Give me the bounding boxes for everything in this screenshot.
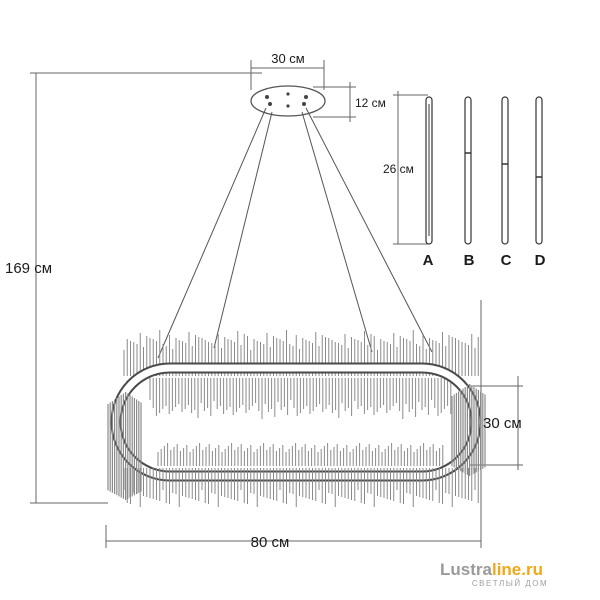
ring-width-label: 80 см [251, 534, 290, 551]
canopy-width-label: 30 см [271, 51, 305, 66]
rod-label-b: B [464, 252, 475, 269]
canopy-height-label: 12 см [355, 96, 386, 110]
rod-length-label: 26 см [383, 162, 414, 176]
watermark-domain: line.ru [492, 560, 543, 579]
ceiling-canopy [250, 85, 326, 117]
rod-type-c [501, 96, 509, 245]
svg-text:Lustraline.ru: Lustraline.ru [440, 560, 543, 579]
crystal-rods-front [107, 384, 486, 507]
rod-label-a: A [423, 252, 434, 269]
watermark-logo: Lustraline.ru СВЕТЛЫЙ ДОМ [440, 560, 548, 588]
rod-type-b [464, 96, 472, 245]
ring-height-label: 30 см [483, 415, 522, 432]
crystal-rods-back [123, 330, 479, 466]
total-height-label: 169 см [5, 260, 52, 277]
watermark-tagline: СВЕТЛЫЙ ДОМ [472, 579, 548, 588]
suspension-cables [157, 107, 433, 359]
chandelier-ring [107, 330, 486, 507]
rod-label-d: D [535, 252, 546, 269]
rod-type-d [535, 96, 543, 245]
watermark-brand: Lustra [440, 560, 493, 579]
rod-label-c: C [501, 252, 512, 269]
rod-type-a [425, 96, 433, 245]
